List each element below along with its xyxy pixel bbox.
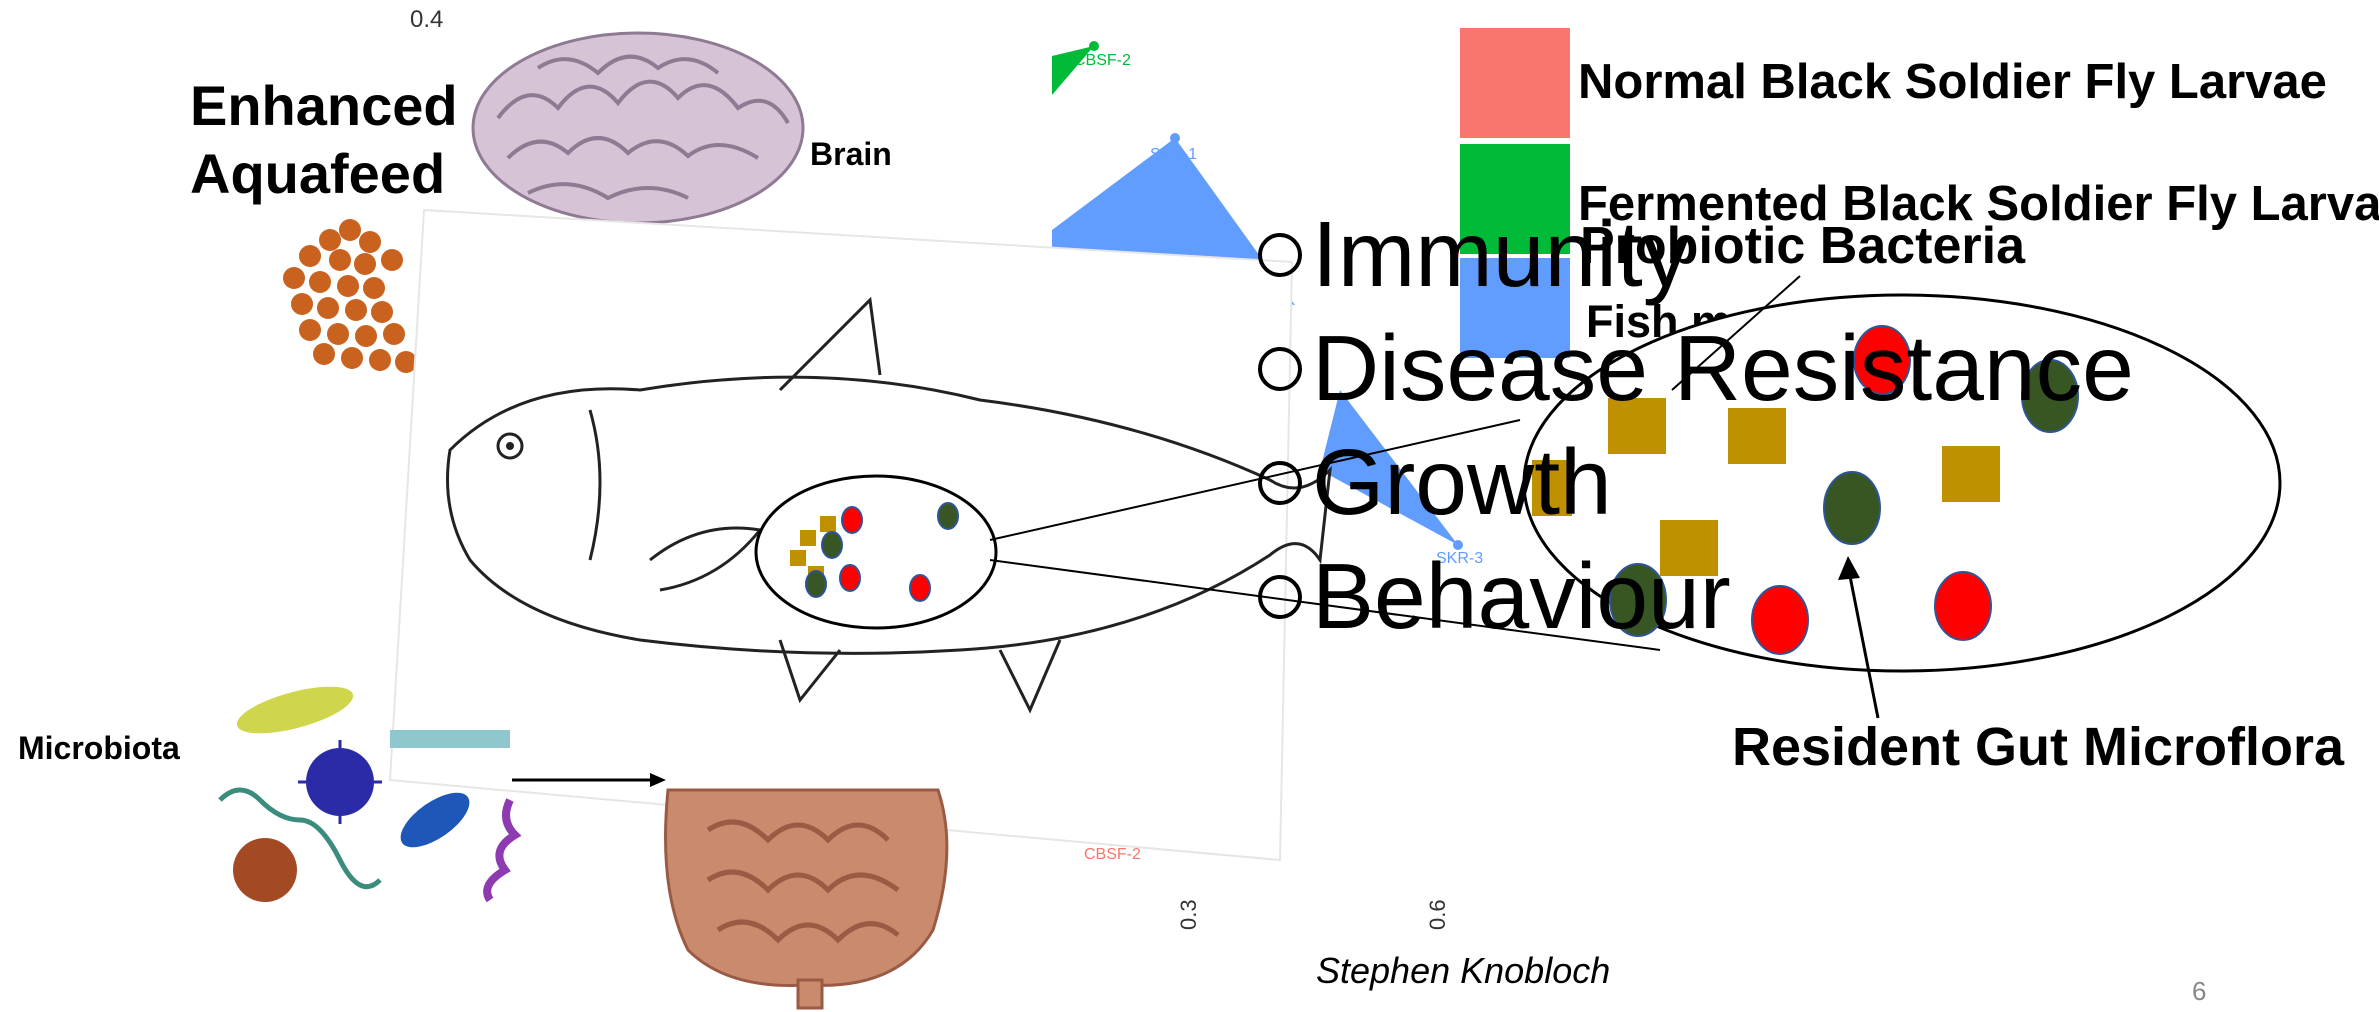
bullet-icon bbox=[1258, 347, 1302, 391]
arrow-to-gut bbox=[510, 770, 670, 790]
microbiota-icon bbox=[210, 670, 530, 910]
bullet-icon bbox=[1258, 233, 1302, 277]
benefit-text: Immunity bbox=[1312, 202, 1689, 306]
page-number: 6 bbox=[2192, 976, 2206, 1007]
bullet-icon bbox=[1258, 575, 1302, 619]
benefit-text: Behaviour bbox=[1312, 544, 1731, 648]
author-footer: Stephen Knobloch bbox=[1316, 950, 1610, 992]
bullet-icon bbox=[1258, 461, 1302, 505]
benefit-disease-resistance: Disease Resistance bbox=[1258, 322, 2134, 415]
benefit-growth: Growth bbox=[1258, 436, 1612, 529]
benefit-behaviour: Behaviour bbox=[1258, 550, 1731, 643]
resident-gut-microflora-label: Resident Gut Microflora bbox=[1732, 716, 2344, 778]
benefit-text: Disease Resistance bbox=[1312, 316, 2134, 420]
benefit-immunity: Immunity bbox=[1258, 208, 1689, 301]
benefit-text: Growth bbox=[1312, 430, 1612, 534]
intestine-icon bbox=[648, 770, 966, 1010]
microbiota-label: Microbiota bbox=[18, 730, 180, 767]
